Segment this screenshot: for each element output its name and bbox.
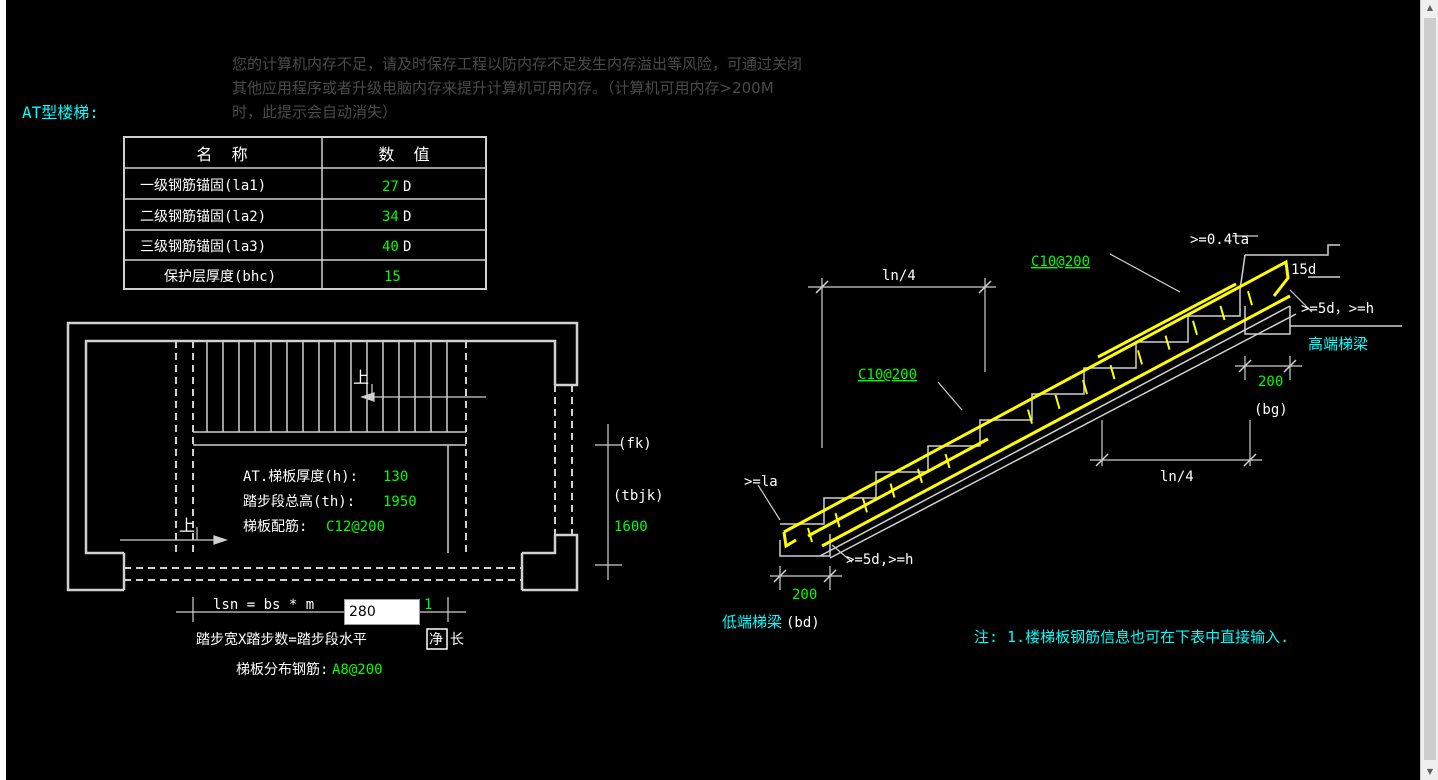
thickness-label: AT.梯板厚度(h): xyxy=(243,469,358,485)
tbjk-label: (tbjk) xyxy=(613,488,664,504)
rebar-label: 梯板配筋: xyxy=(243,518,307,535)
section-dimensions xyxy=(757,235,1313,590)
total-height-label: 踏步段总高(th): xyxy=(243,493,355,510)
formula-caption-net: 净 xyxy=(429,632,443,648)
up-arrow-bottom xyxy=(120,527,228,545)
stair-rebar xyxy=(782,259,1291,549)
memory-warning-text: 您的计算机内存不足，请及时保存工程以防内存不足发生内存溢出等风险，可通过关闭其他… xyxy=(232,55,803,121)
ln4-bottom-label: ln/4 xyxy=(1160,469,1194,485)
vertical-scrollbar[interactable]: ▲ ▼ xyxy=(1420,0,1438,780)
table-row-unit: D xyxy=(403,179,411,195)
tread-width-input[interactable] xyxy=(344,599,420,625)
table-row-unit: D xyxy=(403,209,411,225)
dim-5d-h-low-label: >=5d,>=h xyxy=(846,552,913,568)
low-beam-label: 低端梯梁 xyxy=(722,613,782,631)
table-row-name: 二级钢筋锚固(la2) xyxy=(140,208,266,225)
formula-caption: 踏步宽X踏步数=踏步段水平 xyxy=(196,631,367,648)
distribution-label: 梯板分布钢筋: xyxy=(236,661,328,678)
table-row-value[interactable]: 40 xyxy=(382,239,399,255)
lsn-formula: lsn = bs * m xyxy=(213,597,314,613)
distribution-value[interactable]: A8@200 xyxy=(332,662,383,678)
table-row-name: 保护层厚度(bhc) xyxy=(164,269,276,285)
up-arrow-top xyxy=(360,384,486,402)
stair-section-steps xyxy=(779,244,1402,559)
anchorage-table xyxy=(123,136,487,290)
tbjk-dimension xyxy=(595,424,622,580)
dim-200-high-value[interactable]: 200 xyxy=(1258,374,1283,390)
formula-caption-tail: 长 xyxy=(450,632,464,648)
up-label-bottom: 上 xyxy=(179,516,195,535)
up-label-top: 上 xyxy=(353,368,369,387)
window-left-edge xyxy=(0,0,6,780)
dim-la-label: >=la xyxy=(744,474,778,490)
table-row-value[interactable]: 15 xyxy=(384,269,401,285)
high-beam-label: 高端梯梁 xyxy=(1308,335,1368,353)
note-text: 注: 1.楼梯板钢筋信息也可在下表中直接输入. xyxy=(974,628,1289,646)
scroll-up-icon[interactable]: ▲ xyxy=(1426,3,1434,12)
plan-landing xyxy=(193,431,466,553)
thickness-value[interactable]: 130 xyxy=(383,469,408,485)
rebar-value[interactable]: C12@200 xyxy=(326,519,385,535)
stair-type-title: AT型楼梯: xyxy=(22,103,99,122)
fk-label: (fk) xyxy=(618,436,652,452)
table-header-value: 数 值 xyxy=(378,145,429,164)
table-row-unit: D xyxy=(403,239,411,255)
dim-04la-label: >=0.4la xyxy=(1190,232,1249,248)
total-height-value[interactable]: 1950 xyxy=(383,494,417,510)
stair-plan-view xyxy=(66,321,579,592)
table-header-name: 名 称 xyxy=(196,145,247,164)
dimension-ticks xyxy=(773,280,1297,583)
bd-label: (bd) xyxy=(786,615,820,631)
scrollbar-thumb[interactable] xyxy=(1424,18,1436,760)
dim-200-low-value[interactable]: 200 xyxy=(792,587,817,603)
table-row-value[interactable]: 27 xyxy=(382,179,399,195)
rebar-mid-label[interactable]: C10@200 xyxy=(858,367,917,383)
plan-dashed-lines xyxy=(124,341,573,581)
lsn-tail-value: 1 xyxy=(424,597,432,613)
table-row-name: 一级钢筋锚固(la1) xyxy=(140,177,266,194)
net-length-box xyxy=(426,628,448,650)
table-row-value[interactable]: 34 xyxy=(382,209,399,225)
dim-5d-h-high-label: >=5d，>=h xyxy=(1301,301,1374,317)
table-row-name: 三级钢筋锚固(la3) xyxy=(140,238,266,255)
ln4-top-label: ln/4 xyxy=(882,268,916,284)
bg-label: (bg) xyxy=(1254,402,1288,418)
plan-tread-lines xyxy=(206,341,448,432)
tbjk-value[interactable]: 1600 xyxy=(614,519,648,535)
dim-15d-label: 15d xyxy=(1291,262,1316,278)
rebar-top-label[interactable]: C10@200 xyxy=(1031,254,1090,270)
scroll-down-icon[interactable]: ▼ xyxy=(1426,767,1434,776)
